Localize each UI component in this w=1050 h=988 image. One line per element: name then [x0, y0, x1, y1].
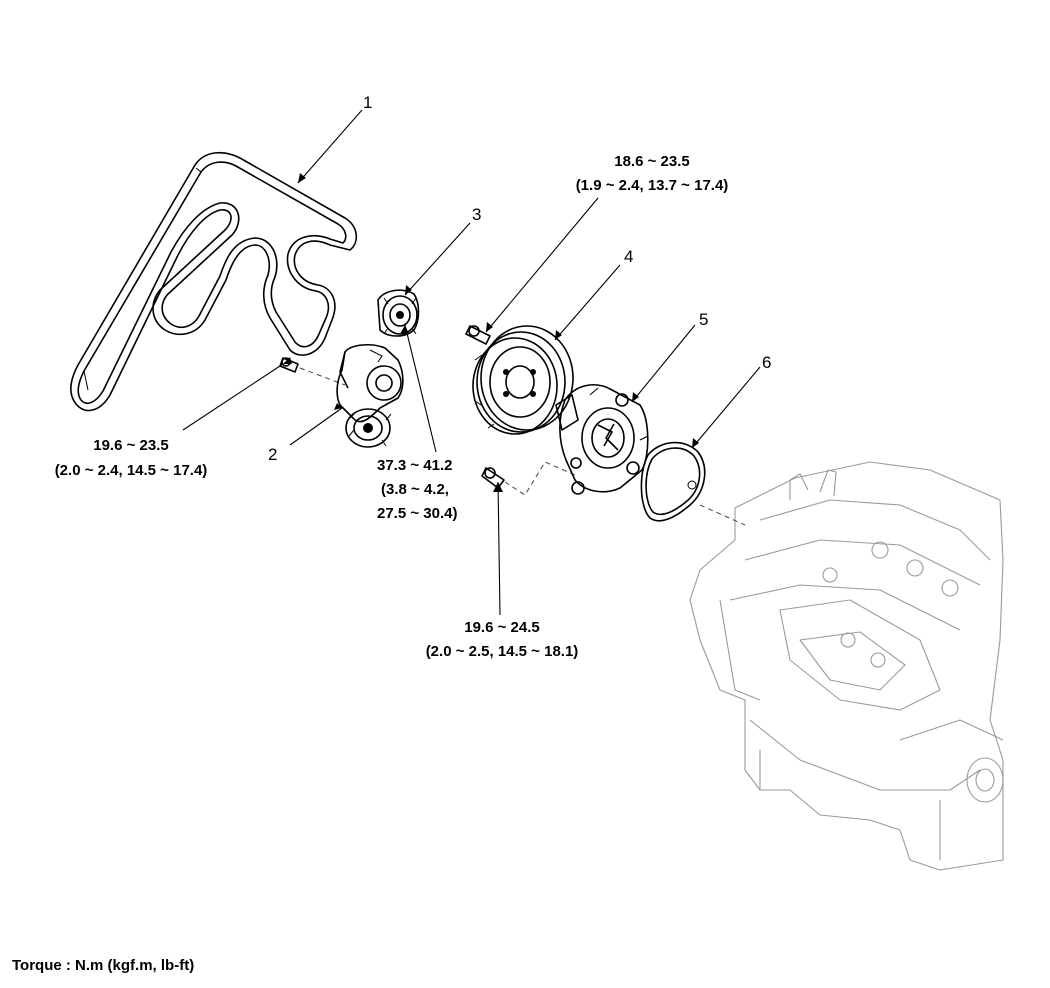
torque-pulley-line2: (1.9 ~ 2.4, 13.7 ~ 17.4) [576, 177, 729, 194]
torque-label-pump: 19.6 ~ 24.5 (2.0 ~ 2.5, 14.5 ~ 18.1) [426, 619, 579, 660]
torque-pulley-line1: 18.6 ~ 23.5 [614, 153, 689, 170]
callout-4: 4 [624, 247, 633, 266]
callout-2: 2 [268, 445, 277, 464]
torque-tensioner-line1: 19.6 ~ 23.5 [93, 437, 168, 454]
water-pump-gasket [640, 441, 706, 522]
leader-lines [182, 109, 761, 616]
torque-idler-line2: (3.8 ~ 4.2, [381, 481, 449, 498]
leader-arrowheads [283, 173, 699, 492]
idler-pulley [377, 289, 420, 337]
torque-pump-line2: (2.0 ~ 2.5, 14.5 ~ 18.1) [426, 643, 579, 660]
torque-label-tensioner: 19.6 ~ 23.5 (2.0 ~ 2.4, 14.5 ~ 17.4) [55, 437, 208, 479]
torque-units-note: Torque : N.m (kgf.m, lb-ft) [12, 957, 195, 974]
torque-label-pulley: 18.6 ~ 23.5 (1.9 ~ 2.4, 13.7 ~ 17.4) [576, 153, 729, 194]
callout-1: 1 [363, 93, 372, 112]
callout-6: 6 [762, 353, 771, 372]
water-pump [555, 384, 649, 495]
torque-label-idler: 37.3 ~ 41.2 (3.8 ~ 4.2, 27.5 ~ 30.4) [377, 457, 457, 522]
torque-pump-line1: 19.6 ~ 24.5 [464, 619, 539, 636]
bolt-pulley [465, 325, 491, 345]
torque-idler-line1: 37.3 ~ 41.2 [377, 457, 452, 474]
belt-tensioner [336, 343, 404, 448]
drive-belt [70, 151, 358, 412]
callout-3: 3 [472, 205, 481, 224]
callout-5: 5 [699, 310, 708, 329]
water-pump-pulley [472, 325, 574, 435]
engine-block [689, 461, 1004, 871]
torque-idler-line3: 27.5 ~ 30.4) [377, 505, 457, 522]
bolt-pump [481, 467, 505, 489]
torque-tensioner-line2: (2.0 ~ 2.4, 14.5 ~ 17.4) [55, 462, 208, 479]
